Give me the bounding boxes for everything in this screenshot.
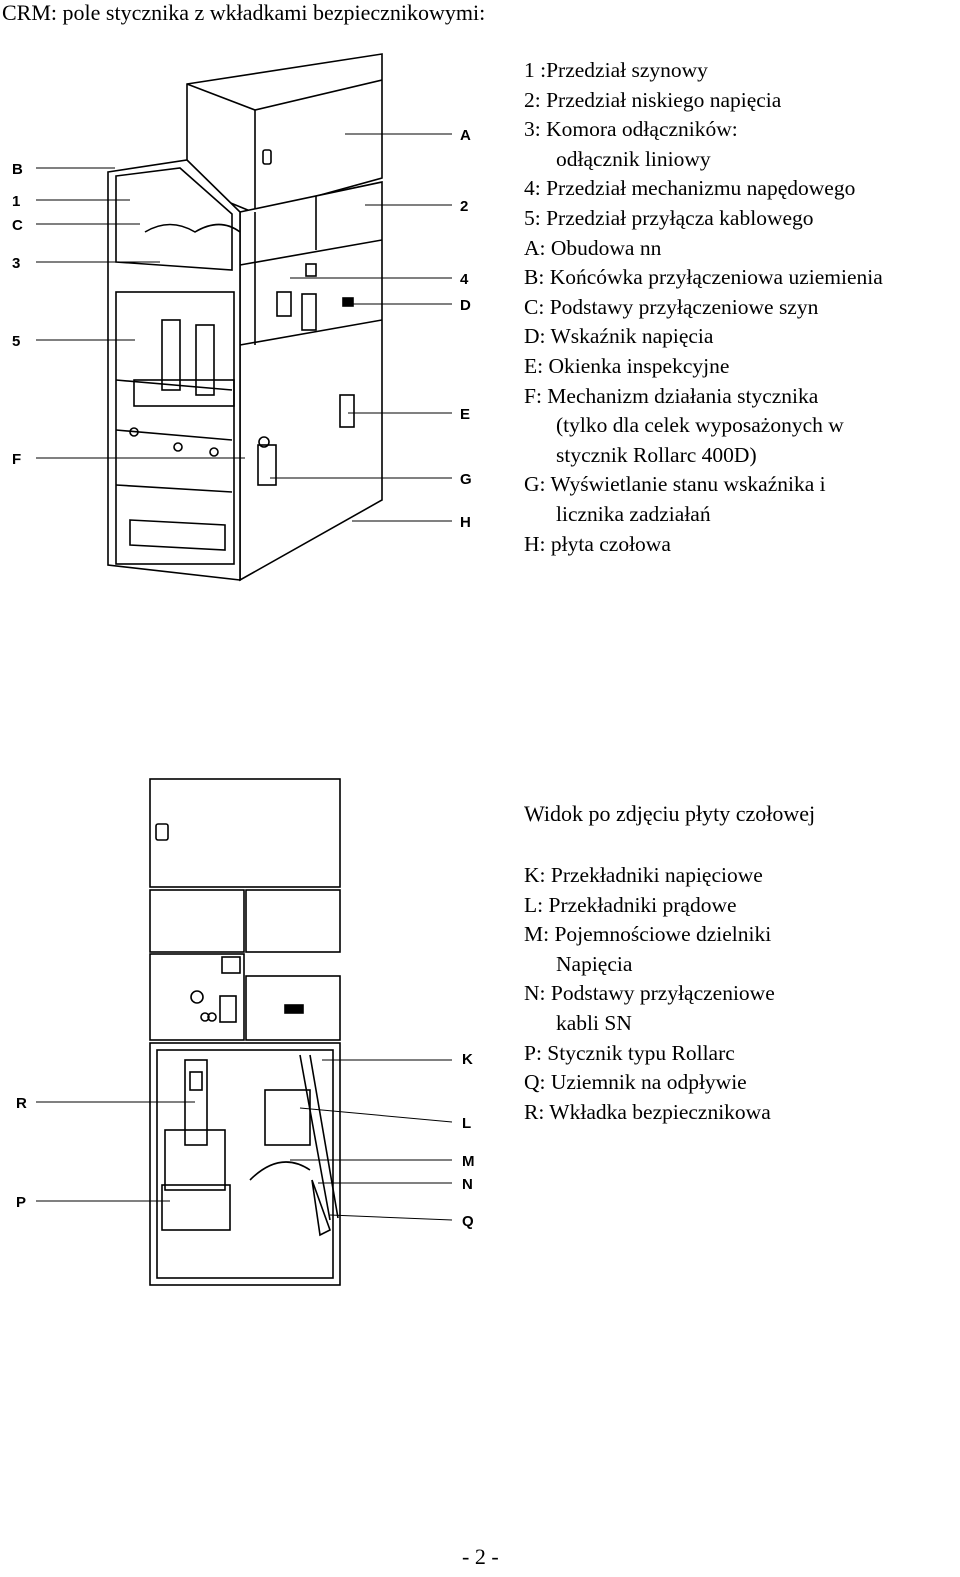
legend-item: licznika zadziałań [556,501,711,526]
callout-K: K [462,1051,473,1068]
legend-main: 1 :Przedział szynowy 2: Przedział niskie… [524,56,883,559]
callout-D: D [460,297,471,314]
callout-3: 3 [12,255,20,272]
callout-M: M [462,1153,475,1170]
legend-item: H: płyta czołowa [524,531,671,556]
legend-item: (tylko dla celek wyposażonych w [556,413,844,438]
legend-item: C: Podstawy przyłączeniowe szyn [524,294,819,319]
legend-item: Q: Uziemnik na odpływie [524,1070,747,1095]
legend-item: kabli SN [556,1010,632,1035]
legend-item: 3: Komora odłączników: [524,117,738,142]
callout-L: L [462,1115,471,1132]
legend-item: D: Wskaźnik napięcia [524,324,714,349]
legend-item: 2: Przedział niskiego napięcia [524,87,782,112]
callout-A: A [460,127,471,144]
legend-item: M: Pojemnościowe dzielniki [524,922,772,947]
legend-item: stycznik Rollarc 400D) [556,442,757,467]
legend-item: 1 :Przedział szynowy [524,58,708,82]
legend-front-view: K: Przekładniki napięciowe L: Przekładni… [524,861,775,1127]
callout-R: R [16,1095,27,1112]
legend-item: N: Podstawy przyłączeniowe [524,981,775,1006]
legend-item: G: Wyświetlanie stanu wskaźnika i [524,472,826,497]
legend-item: R: Wkładka bezpiecznikowa [524,1099,771,1124]
callout-1: 1 [12,193,20,210]
legend-item: 5: Przedział przyłącza kablowego [524,205,814,230]
legend-item: L: Przekładniki prądowe [524,892,737,917]
page-number: - 2 - [462,1544,499,1569]
callout-Q: Q [462,1213,474,1230]
callout-G: G [460,471,472,488]
legend-item: Napięcia [556,951,633,976]
callout-E: E [460,406,470,423]
callout-5: 5 [12,333,20,350]
callout-N: N [462,1176,473,1193]
legend-item: E: Okienka inspekcyjne [524,353,730,378]
page-title: CRM: pole stycznika z wkładkami bezpiecz… [2,0,486,25]
callout-B: B [12,161,23,178]
legend-item: B: Końcówka przyłączeniowa uziemienia [524,265,883,290]
callout-4: 4 [460,271,469,288]
callout-2: 2 [460,198,468,215]
legend-item: A: Obudowa nn [524,235,662,260]
section-heading: Widok po zdjęciu płyty czołowej [524,801,816,826]
legend-item: K: Przekładniki napięciowe [524,863,763,887]
callout-P: P [16,1194,26,1211]
callout-H: H [460,514,471,531]
legend-item: 4: Przedział mechanizmu napędowego [524,176,856,201]
callout-F: F [12,451,21,468]
front-view-figure [149,778,341,1286]
legend-item: F: Mechanizm działania stycznika [524,383,819,408]
legend-item: odłącznik liniowy [556,146,711,171]
legend-item: P: Stycznik typu Rollarc [524,1040,735,1065]
callout-C: C [12,217,23,234]
